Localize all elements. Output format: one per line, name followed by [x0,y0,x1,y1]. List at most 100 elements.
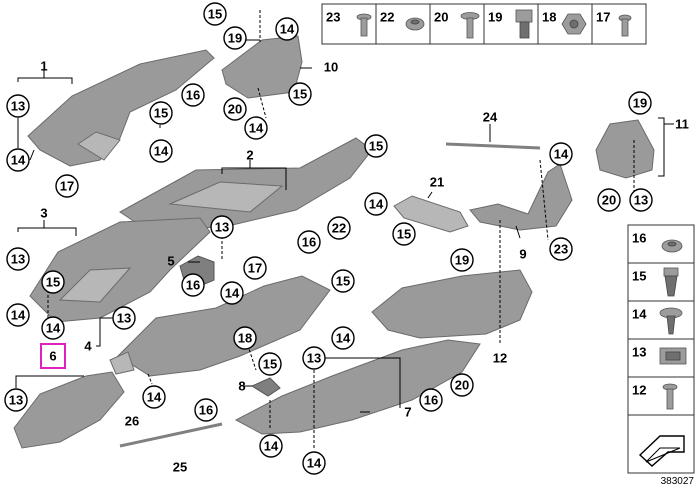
svg-text:19: 19 [633,96,647,111]
screw-12-icon [662,383,678,410]
svg-text:19: 19 [228,31,242,46]
rod-24 [445,142,541,150]
reference-number: 383027 [661,476,695,487]
legend-num: 23 [326,10,340,25]
callout: 15 [331,269,355,293]
callout: 19 [450,248,474,272]
svg-text:15: 15 [293,87,307,102]
legend-num: 16 [632,231,646,246]
legend-cell-12 [627,376,695,416]
callout: 13 [302,346,326,370]
callout: 13 [4,388,28,412]
bracket-9 [469,163,573,231]
nut-22-icon [405,17,425,31]
underbody-panel-12 [371,269,533,339]
legend-num: 20 [434,10,448,25]
part-label: 5 [167,254,174,269]
svg-text:14: 14 [264,439,279,454]
part-label: 9 [519,247,526,262]
svg-text:13: 13 [11,252,25,267]
legend-num: 19 [488,10,502,25]
callout: 20 [223,97,247,121]
svg-text:14: 14 [307,456,322,471]
legend-cell-20 [429,3,485,45]
svg-text:15: 15 [263,357,277,372]
part-label: 25 [173,460,187,475]
svg-text:15: 15 [46,275,60,290]
part-label: 26 [125,414,139,429]
callout: 14 [244,116,268,140]
callout: 16 [297,230,321,254]
part-label: 11 [675,117,689,132]
strip-26 [109,351,135,375]
callout: 13 [112,306,136,330]
plate-21 [393,195,469,233]
callout: 16 [419,388,443,412]
callout: 14 [331,326,355,350]
svg-text:19: 19 [455,253,469,268]
callout: 14 [302,451,326,475]
callout: 17 [55,174,79,198]
svg-text:13: 13 [634,193,648,208]
part-label: 2 [246,148,253,163]
svg-text:20: 20 [602,193,616,208]
screw-17-icon [618,14,632,37]
callout: 13 [210,215,234,239]
svg-text:16: 16 [302,235,316,250]
svg-text:22: 22 [332,221,346,236]
callout: 15 [392,222,416,246]
svg-text:16: 16 [186,88,200,103]
legend-num: 15 [632,269,646,284]
legend-num: 22 [380,10,394,25]
part-label: 10 [324,60,338,75]
legend-top: 23 22 20 19 18 17 [321,3,647,45]
callout: 18 [233,326,257,350]
callout: 15 [364,134,388,158]
callout: 15 [258,352,282,376]
bracket-11 [595,119,655,179]
clip-nut-13-icon [659,347,687,365]
svg-text:16: 16 [199,403,213,418]
part-label: 24 [483,110,498,125]
legend-side: 16 15 14 13 12 [627,224,695,474]
part-label: 3 [40,206,47,221]
legend-num: 12 [632,383,646,398]
svg-text:14: 14 [147,390,162,405]
svg-text:13: 13 [117,311,131,326]
svg-text:15: 15 [397,227,411,242]
legend-cell-17 [591,3,647,45]
part-label: 1 [40,59,47,74]
svg-text:15: 15 [336,274,350,289]
svg-text:20: 20 [455,378,469,393]
callout: 13 [6,94,30,118]
svg-text:13: 13 [11,99,25,114]
underbody-panel-6 [13,371,125,449]
callout: 14 [549,142,573,166]
clip-nut-19-icon [515,9,533,39]
underbody-panel-3 [29,217,211,323]
callout: 14 [275,17,299,41]
svg-text:23: 23 [554,242,568,257]
svg-text:14: 14 [46,321,61,336]
callout: 19 [223,26,247,50]
clip-15-icon [663,267,679,297]
callout: 14 [149,139,173,163]
orientation-arrow-icon [638,435,685,467]
callout: 19 [628,91,652,115]
svg-text:14: 14 [225,286,240,301]
svg-text:15: 15 [154,106,168,121]
leader-lines [15,39,674,413]
callout: 16 [181,273,205,297]
svg-text:20: 20 [228,102,242,117]
underbody-panel-4 [117,275,331,377]
callout: 13 [6,247,30,271]
svg-text:13: 13 [307,351,321,366]
svg-text:17: 17 [248,261,262,276]
part-label: 8 [238,379,245,394]
underbody-panel-7 [234,339,481,435]
part-label: 7 [404,405,411,420]
legend-cell-15 [627,262,695,302]
svg-text:13: 13 [215,220,229,235]
legend-num: 13 [632,345,646,360]
part-label: 12 [493,351,507,366]
